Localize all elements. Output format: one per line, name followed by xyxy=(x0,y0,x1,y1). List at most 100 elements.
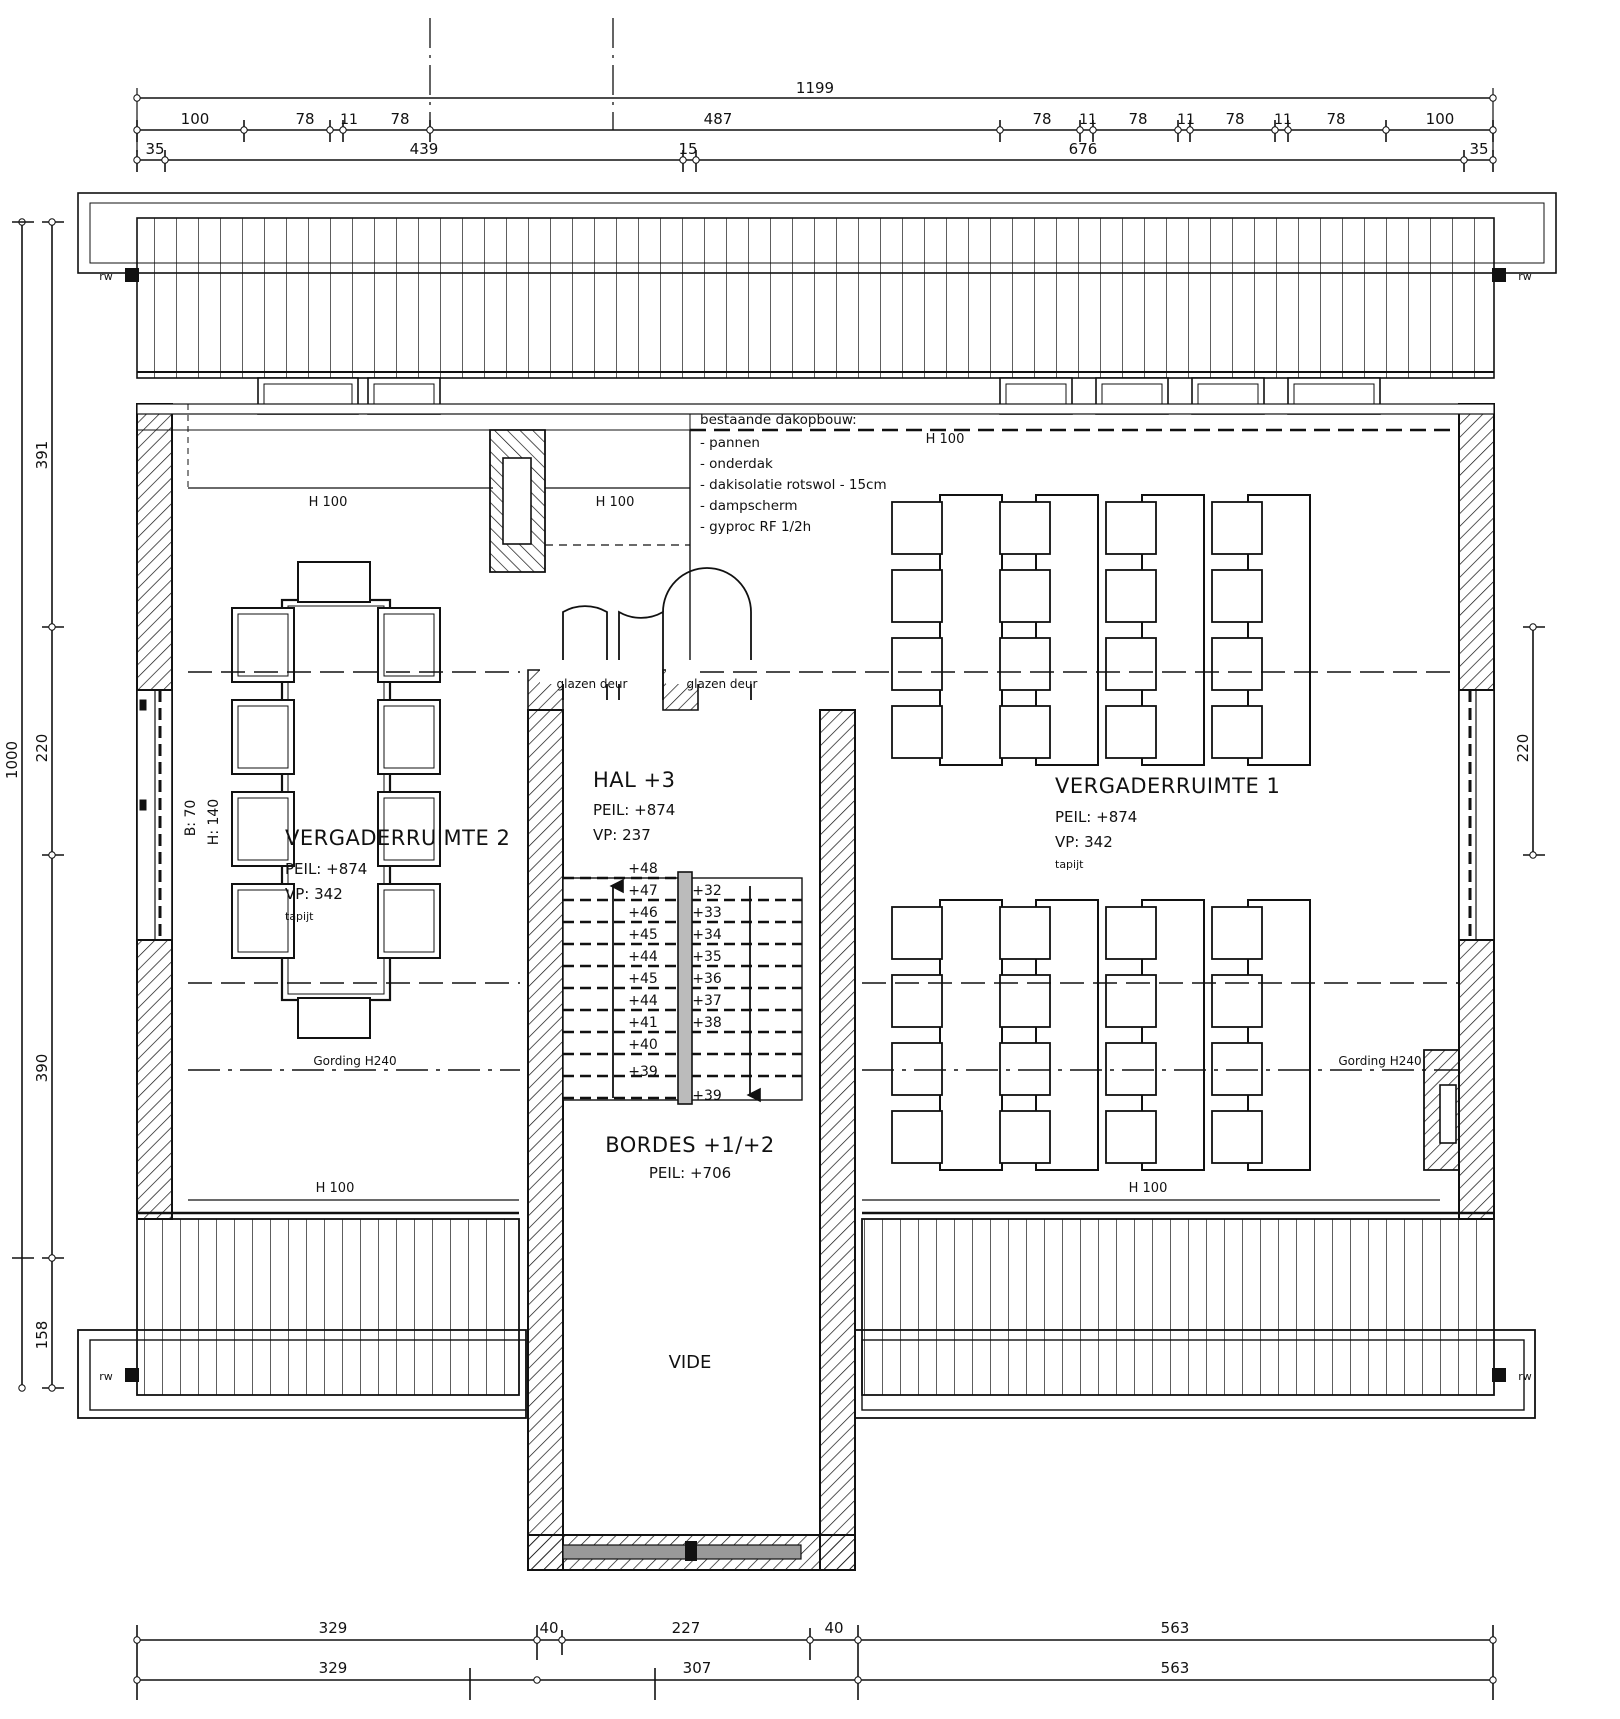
dim-top2-7: 78 xyxy=(1128,110,1147,128)
dim-left-total: 1000 xyxy=(3,741,21,779)
stair-upper-flight xyxy=(562,876,684,1101)
height-label-1: H 100 xyxy=(309,495,348,510)
dim-left-390: 390 xyxy=(33,1054,51,1083)
riser-dn-4: +36 xyxy=(692,971,722,987)
roof-note-title: bestaande dakopbouw: xyxy=(700,412,857,428)
riser-up-1: +47 xyxy=(628,883,658,899)
height-label-4: H 100 xyxy=(316,1181,355,1196)
verg1-peil: PEIL: +874 xyxy=(1055,808,1137,826)
dim-bot2-2: 563 xyxy=(1161,1659,1190,1677)
dim-top-total: 1199 xyxy=(796,79,834,97)
right-niche xyxy=(1423,1049,1460,1171)
dim-right-220: 220 xyxy=(1514,734,1532,763)
riser-dn-7: +39 xyxy=(692,1088,722,1104)
dim-bot1-0: 329 xyxy=(319,1619,348,1637)
right-dimension-block xyxy=(1523,623,1545,859)
upper-dashed-lines xyxy=(187,404,1459,670)
dim-bot1-1: 40 xyxy=(539,1619,558,1637)
dim-left-220: 220 xyxy=(33,734,51,763)
roof-buildup-note: bestaande dakopbouw: - pannen - onderdak… xyxy=(700,412,887,535)
window-left xyxy=(136,689,173,941)
roof-note-item-2: - dakisolatie rotswol - 15cm xyxy=(700,477,887,493)
rw-marker-bottom-left xyxy=(125,1368,139,1382)
room-label-hal: HAL +3 PEIL: +874 VP: 237 xyxy=(593,768,676,844)
dim-bot2-1: 307 xyxy=(683,1659,712,1677)
riser-up-6: +44 xyxy=(628,993,658,1009)
roof-note-item-1: - onderdak xyxy=(700,456,773,472)
stair-lower-flight xyxy=(689,877,803,1103)
verg2-peil: PEIL: +874 xyxy=(285,860,367,878)
dim-left-158: 158 xyxy=(33,1321,51,1350)
rw-label-top-left: rw xyxy=(99,270,113,283)
riser-dn-5: +37 xyxy=(692,993,722,1009)
riser-up-5: +45 xyxy=(628,971,658,987)
dim-top2-1: 78 xyxy=(295,110,314,128)
lower-roof-strip xyxy=(137,1199,1494,1215)
dim-top2-2: 11 xyxy=(340,112,358,128)
riser-up-2: +46 xyxy=(628,905,658,921)
dim-top2-12: 100 xyxy=(1426,110,1455,128)
dim-top3-676: 676 xyxy=(1069,140,1098,158)
dim-top3-439: 439 xyxy=(410,140,439,158)
core-walls xyxy=(527,669,856,1571)
dim-top2-10: 11 xyxy=(1274,112,1292,128)
purlin-label-left: Gording H240 xyxy=(313,1054,396,1068)
roof-note-item-0: - pannen xyxy=(700,435,760,451)
rw-marker-top-right xyxy=(1492,268,1506,282)
room-label-bordes: BORDES +1/+2 PEIL: +706 xyxy=(605,1133,775,1182)
stair-balustrade xyxy=(677,871,693,1105)
dim-top3-35-right: 35 xyxy=(1469,140,1488,158)
dim-top2-6: 11 xyxy=(1079,112,1097,128)
window-right xyxy=(1458,689,1495,941)
riser-up-0: +48 xyxy=(628,861,658,877)
left-dimension-block xyxy=(12,218,64,1392)
top-dimension-block xyxy=(133,18,1497,172)
dim-top2-9: 78 xyxy=(1225,110,1244,128)
dim-top3-35-left: 35 xyxy=(145,140,164,158)
rw-marker-top-left xyxy=(125,268,139,282)
meeting-table-2 xyxy=(231,561,441,1039)
roof-note-item-4: - gyproc RF 1/2h xyxy=(700,519,811,535)
verg1-name: VERGADERRUIMTE 1 xyxy=(1055,774,1280,798)
riser-up-3: +45 xyxy=(628,927,658,943)
bordes-name: BORDES +1/+2 xyxy=(605,1133,775,1157)
hal-peil: PEIL: +874 xyxy=(593,801,675,819)
chimney-block xyxy=(489,429,546,573)
dim-bot2-0: 329 xyxy=(319,1659,348,1677)
rw-marker-bottom-right xyxy=(1492,1368,1506,1382)
window-tag-b: B: 70 xyxy=(183,800,199,837)
dim-top3-15: 15 xyxy=(678,140,697,158)
dim-top2-0: 100 xyxy=(181,110,210,128)
door-label-right: glazen deur xyxy=(687,677,758,691)
purlin-label-right: Gording H240 xyxy=(1338,1054,1421,1068)
verg1-vp: VP: 342 xyxy=(1055,833,1113,851)
bordes-peil: PEIL: +706 xyxy=(649,1164,731,1182)
riser-dn-6: +38 xyxy=(692,1015,722,1031)
riser-up-4: +44 xyxy=(628,949,658,965)
riser-dn-0: +32 xyxy=(692,883,722,899)
room-label-vergaderruimte-1: VERGADERRUIMTE 1 PEIL: +874 VP: 342 tapi… xyxy=(1055,774,1280,871)
height-label-5: H 100 xyxy=(1129,1181,1168,1196)
riser-dn-2: +34 xyxy=(692,927,722,943)
riser-up-8: +40 xyxy=(628,1037,658,1053)
stair-riser-numbers-upper: +48 +47 +46 +45 +44 +45 +44 +41 +40 +39 xyxy=(628,861,658,1080)
riser-dn-3: +35 xyxy=(692,949,722,965)
verg2-finish: tapijt xyxy=(285,910,314,923)
dim-top2-5: 78 xyxy=(1032,110,1051,128)
dim-top2-11: 78 xyxy=(1326,110,1345,128)
vide-label: VIDE xyxy=(669,1352,712,1373)
hal-vp: VP: 237 xyxy=(593,826,651,844)
dim-bot1-3: 40 xyxy=(824,1619,843,1637)
dim-top2-4: 487 xyxy=(704,110,733,128)
height-label-3: H 100 xyxy=(926,432,965,447)
roof-note-item-3: - dampscherm xyxy=(700,498,798,514)
dim-left-391: 391 xyxy=(33,441,51,470)
centre-axis-lines xyxy=(188,671,1459,1071)
hal-name: HAL +3 xyxy=(593,768,676,792)
dim-bot1-2: 227 xyxy=(672,1619,701,1637)
window-tag-h: H: 140 xyxy=(206,799,222,845)
lower-roof-left xyxy=(77,1218,527,1419)
dim-top2-3: 78 xyxy=(390,110,409,128)
